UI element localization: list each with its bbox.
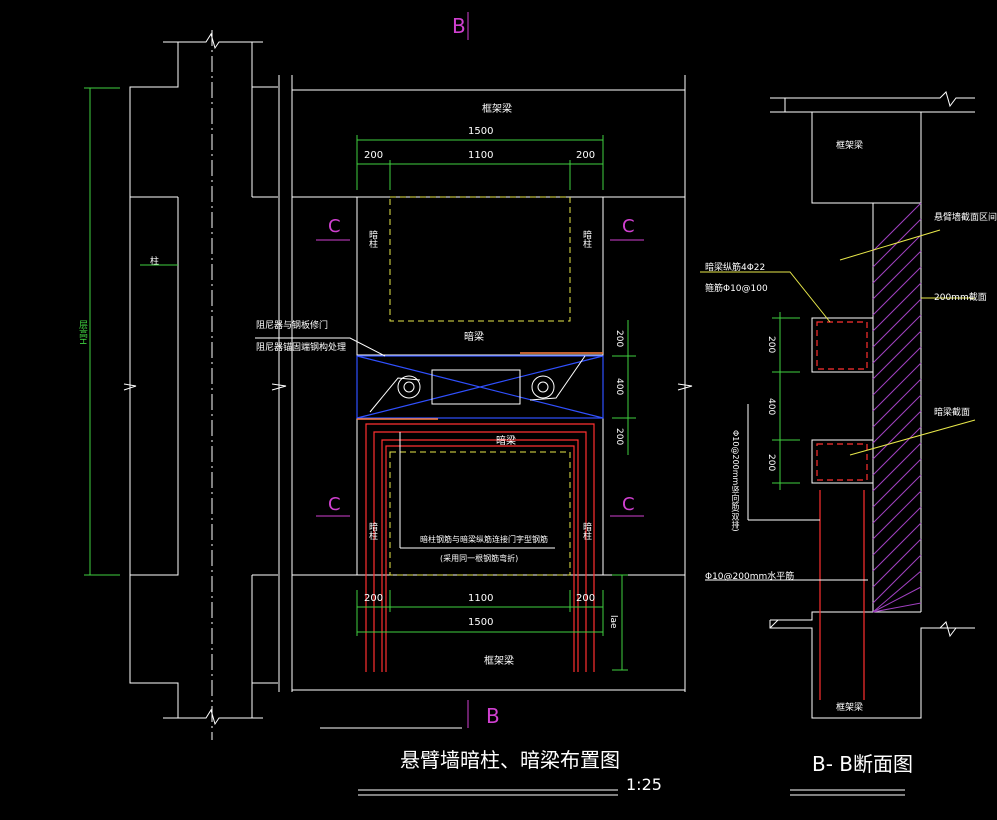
section-b-top: B	[452, 14, 466, 38]
frame-beam-bottom-label: 框架梁	[484, 656, 514, 667]
leaders-main	[255, 337, 555, 549]
section-b-bottom: B	[486, 704, 500, 728]
main-scale: 1:25	[626, 775, 662, 794]
damper-assembly	[356, 352, 604, 420]
hidden-column-right-bottom: 暗柱	[581, 522, 591, 540]
section-c-lower-right: C	[622, 494, 635, 515]
title-underlines	[358, 789, 905, 796]
section-title: B- B断面图	[812, 752, 914, 776]
frame-beam-top-label: 框架梁	[482, 104, 512, 115]
section-c-lower-left: C	[328, 494, 341, 515]
column-label: 柱	[150, 257, 160, 267]
column-outline	[123, 30, 278, 740]
dim-v-top: 200	[614, 330, 624, 348]
dim-v-mid: 400	[614, 378, 624, 396]
dim-left-bottom: 200	[364, 593, 384, 604]
hidden-beam-lower-label: 暗梁	[496, 436, 516, 447]
hidden-beam-upper-label: 暗梁	[464, 332, 484, 343]
section-wall-thickness: 200mm截面	[934, 293, 987, 303]
section-c-upper-right: C	[622, 216, 635, 237]
dim-total-bottom: 1500	[468, 617, 494, 628]
section-dim-c: 200	[766, 454, 776, 472]
dim-right-bottom: 200	[576, 593, 596, 604]
note-bottom-1: 暗柱钢筋与暗梁纵筋连接门字型钢筋	[420, 535, 548, 544]
wall-hatch	[872, 202, 922, 613]
dimensions-top	[356, 135, 604, 190]
dim-lae: lae	[608, 615, 618, 629]
section-markers	[316, 12, 644, 729]
section-frame-beam-top: 框架梁	[836, 141, 864, 151]
section-c-upper-left: C	[328, 216, 341, 237]
dim-mid-bottom: 1100	[468, 593, 494, 604]
hidden-column-left-top: 暗柱	[367, 230, 377, 248]
note-damper-2: 阻尼器锚固端钢构处理	[256, 343, 347, 353]
rebar-lines	[365, 423, 595, 672]
main-title: 悬臂墙暗柱、暗梁布置图	[400, 748, 620, 772]
section-dim-a: 200	[766, 336, 776, 354]
section-view-outline	[769, 91, 975, 719]
section-rebar-main: 暗梁纵筋4Φ22	[705, 263, 766, 273]
dim-v-bot: 200	[614, 428, 624, 446]
note-bottom-2: (采用同一根钢筋弯折)	[440, 554, 519, 563]
section-dim-b: 400	[766, 398, 776, 416]
dim-left-top: 200	[364, 150, 384, 161]
dim-mid-top: 1100	[468, 150, 494, 161]
section-wall-label: 悬臂墙截面区间	[934, 213, 997, 223]
floor-height-label: 层高H	[77, 320, 87, 345]
dim-right-top: 200	[576, 150, 596, 161]
section-hidden-beam: 暗梁截面	[934, 408, 971, 418]
wall-outline	[271, 75, 693, 692]
dimensions-bottom	[84, 87, 636, 671]
hidden-column-left-bottom: 暗柱	[367, 522, 377, 540]
section-dimensions	[700, 229, 976, 581]
note-damper-1: 阻尼器与钢板修门	[256, 321, 329, 331]
section-dist-bar-horiz: Φ10@200mm水平筋	[705, 572, 795, 582]
hidden-column-right-top: 暗柱	[581, 230, 591, 248]
section-frame-beam-bottom: 框架梁	[836, 703, 864, 713]
cad-drawing	[84, 12, 976, 796]
section-dist-bar-vert: Φ10@200mm竖向筋(双排)	[731, 430, 740, 532]
dim-total-top: 1500	[468, 126, 494, 137]
section-rebar-stirrup: 箍筋Φ10@100	[705, 284, 768, 294]
